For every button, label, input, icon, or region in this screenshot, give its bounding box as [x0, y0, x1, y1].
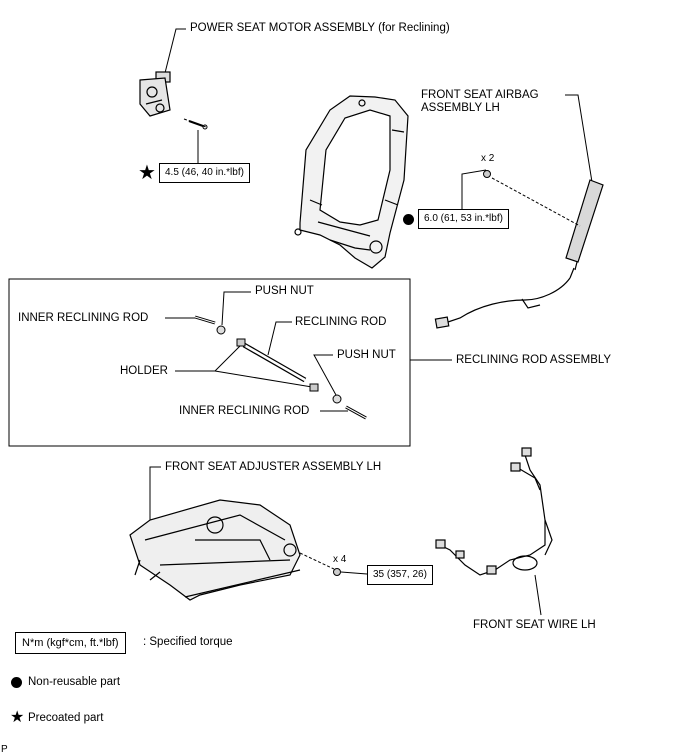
- leader-airbag-torque: [461, 169, 487, 209]
- legend-precoated-star-icon: ★: [10, 709, 25, 726]
- torque-box-airbag: 6.0 (61, 53 in.*lbf): [418, 209, 509, 229]
- leader-push-nut-right: [313, 354, 337, 396]
- label-front-seat-wire: FRONT SEAT WIRE LH: [473, 619, 596, 631]
- airbag-dashed-line: [491, 177, 581, 227]
- label-front-seat-airbag-line2: ASSEMBLY LH: [421, 102, 500, 114]
- holder-part-1: [236, 338, 246, 347]
- torque-box-adjuster: 35 (357, 26): [367, 565, 433, 585]
- front-seat-wire-part: [435, 447, 553, 576]
- legend-non-reusable-dot-icon: [11, 677, 22, 688]
- leader-front-seat-airbag: [565, 94, 593, 183]
- non-reusable-dot-icon: [403, 214, 414, 225]
- label-power-seat-motor: POWER SEAT MOTOR ASSEMBLY (for Reclining…: [190, 22, 450, 34]
- legend-non-reusable-text: Non-reusable part: [28, 676, 121, 688]
- power-seat-motor-part: [139, 71, 171, 117]
- holder-part-2: [309, 383, 319, 392]
- label-reclining-rod-assembly: RECLINING ROD ASSEMBLY: [456, 354, 612, 366]
- leader-reclining-rod: [267, 321, 292, 356]
- label-inner-reclining-rod-bottom: INNER RECLINING ROD: [179, 405, 310, 417]
- legend-unit-box: N*m (kgf*cm, ft.*lbf): [15, 632, 126, 654]
- label-holder: HOLDER: [120, 365, 168, 377]
- motor-bolt: [183, 118, 208, 130]
- leader-holder-2: [214, 370, 313, 388]
- front-seat-airbag-part: [434, 179, 604, 329]
- quantity-adjuster-bolts: x 4: [333, 554, 347, 565]
- adjuster-bolt: [333, 568, 341, 576]
- airbag-nut: [483, 170, 491, 178]
- leader-push-nut-top: [221, 291, 251, 326]
- torque-box-motor: 4.5 (46, 40 in.*lbf): [159, 163, 250, 183]
- quantity-airbag-nuts: x 2: [481, 153, 495, 164]
- reclining-rod-section-frame: [8, 278, 411, 447]
- leader-holder: [175, 345, 241, 372]
- inner-reclining-rod-bottom-part: [345, 405, 367, 420]
- leader-adjuster-torque: [340, 571, 368, 575]
- leader-front-seat-adjuster: [149, 466, 161, 520]
- precoated-star-icon: ★: [138, 162, 156, 184]
- inner-reclining-rod-top-part: [194, 315, 216, 325]
- leader-front-seat-wire: [534, 574, 542, 616]
- corner-mark: P: [1, 744, 8, 755]
- seat-frame-part: [294, 95, 409, 269]
- label-push-nut-right: PUSH NUT: [337, 349, 396, 361]
- push-nut-top-part: [216, 325, 226, 335]
- legend-unit-text: : Specified torque: [143, 636, 233, 648]
- label-push-nut-top: PUSH NUT: [255, 285, 314, 297]
- front-seat-adjuster-part: [129, 499, 301, 601]
- legend-precoated-text: Precoated part: [28, 712, 104, 724]
- adjuster-dashed-line: [299, 552, 335, 570]
- label-front-seat-airbag-line1: FRONT SEAT AIRBAG: [421, 89, 539, 101]
- label-reclining-rod: RECLINING ROD: [295, 316, 387, 328]
- leader-power-seat-motor: [164, 28, 186, 74]
- label-inner-reclining-rod-top: INNER RECLINING ROD: [18, 312, 149, 324]
- label-front-seat-adjuster: FRONT SEAT ADJUSTER ASSEMBLY LH: [165, 461, 382, 473]
- push-nut-right-part: [332, 394, 342, 404]
- reclining-rod-part: [242, 342, 307, 383]
